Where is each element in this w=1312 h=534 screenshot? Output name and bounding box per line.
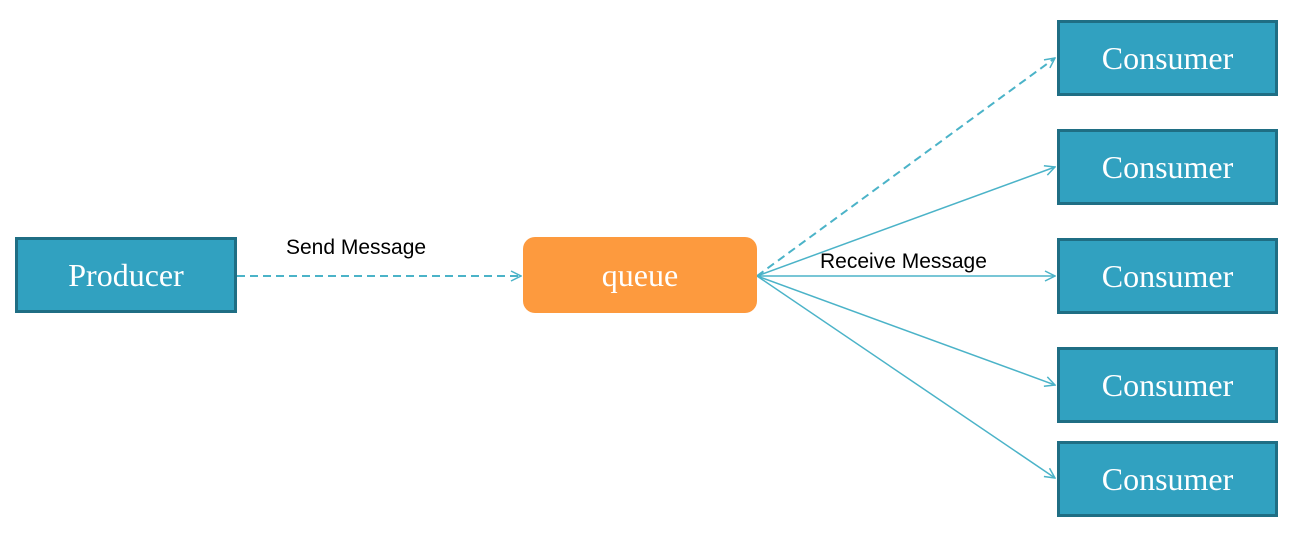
consumer-node-4: Consumer	[1057, 347, 1278, 423]
edge-queue-to-consumer-5	[756, 275, 1055, 478]
queue-node: queue	[523, 237, 757, 313]
edge-queue-to-consumer-1	[756, 58, 1055, 277]
receive-message-label: Receive Message	[820, 250, 987, 273]
consumer-node-5: Consumer	[1057, 441, 1278, 517]
consumer-node-3: Consumer	[1057, 238, 1278, 314]
producer-node: Producer	[15, 237, 237, 313]
edge-queue-to-consumer-4	[756, 275, 1055, 385]
consumer-node-1: Consumer	[1057, 20, 1278, 96]
consumer-node-2: Consumer	[1057, 129, 1278, 205]
send-message-label: Send Message	[286, 236, 427, 259]
edge-queue-to-consumer-2	[756, 167, 1055, 277]
